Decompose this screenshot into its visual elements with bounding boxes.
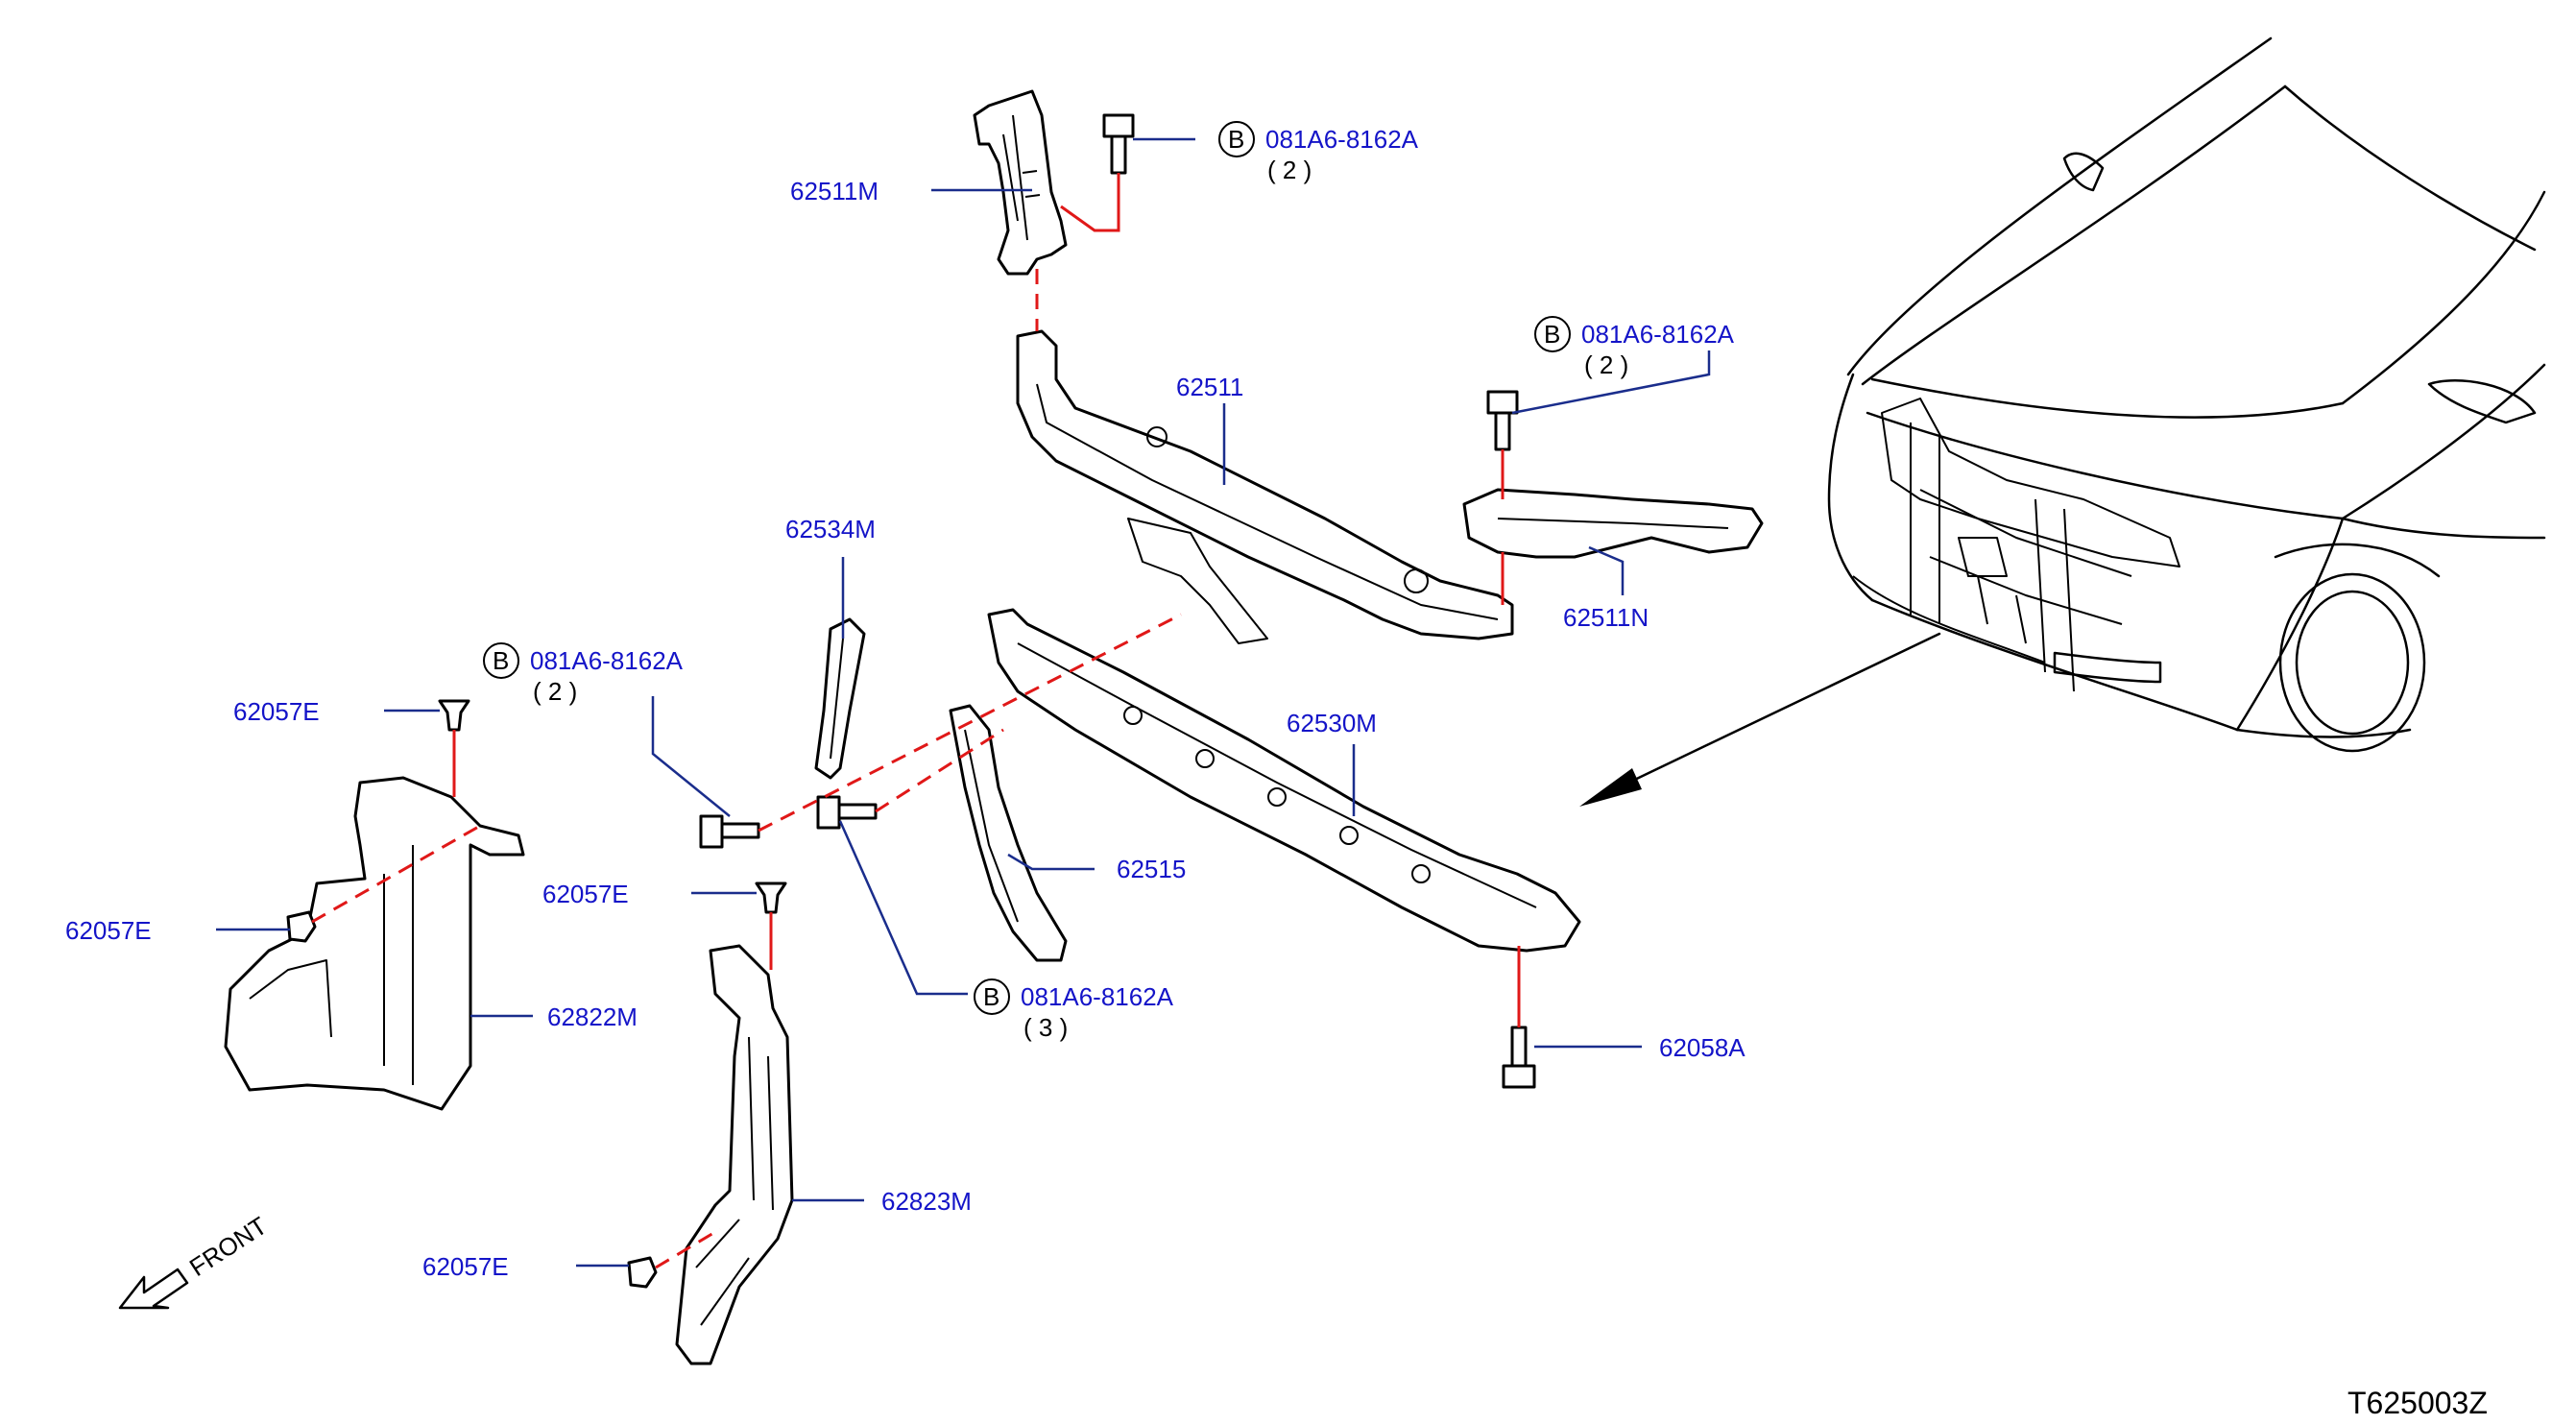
clip-center-icon xyxy=(755,882,787,914)
bolt-symbol-center-text: B xyxy=(983,982,999,1011)
lower-stay-part xyxy=(814,617,866,780)
label-bolt-right-qty: ( 2 ) xyxy=(1584,350,1628,379)
diagram-code: T625003Z xyxy=(2347,1386,2488,1420)
label-upper-bracket: 62511M xyxy=(790,177,879,205)
view-arrow-line xyxy=(1597,632,1941,799)
label-lower-stay: 62534M xyxy=(785,515,876,543)
lower-support-part xyxy=(987,608,1581,953)
assembly-line-left-bolt xyxy=(758,613,1182,833)
front-arrow-icon xyxy=(118,1268,189,1310)
label-bolt-left: 081A6-8162A xyxy=(530,646,684,675)
label-bolt-right: 081A6-8162A xyxy=(1581,320,1735,349)
label-clip-center: 62057E xyxy=(542,880,629,908)
bolt-center-icon xyxy=(816,795,878,830)
label-side-stay: 62515 xyxy=(1117,855,1186,883)
label-bolt-center-qty: ( 3 ) xyxy=(1023,1013,1068,1042)
bolt-right-icon xyxy=(1486,390,1519,451)
left-air-guide-part xyxy=(224,776,525,1111)
label-left-air-guide: 62822M xyxy=(547,1002,638,1031)
bolt-symbol-top xyxy=(1218,121,1255,157)
label-clip-bottom: 62057E xyxy=(422,1252,509,1281)
label-right-air-guide: 62823M xyxy=(881,1187,972,1216)
bolt-symbol-center xyxy=(974,978,1010,1015)
label-clip-left-top: 62057E xyxy=(233,697,320,726)
assembly-line-clip-left xyxy=(311,824,481,924)
clip-left-top-icon xyxy=(438,699,470,732)
label-bolt-bottom: 62058A xyxy=(1659,1033,1745,1062)
label-right-bracket: 62511N xyxy=(1563,603,1649,632)
label-bolt-left-qty: ( 2 ) xyxy=(533,677,577,706)
upper-support-part xyxy=(1016,329,1514,640)
assembly-line-top-bolt xyxy=(1060,173,1120,232)
bolt-symbol-right-text: B xyxy=(1544,320,1560,349)
assembly-line-center-bolt xyxy=(875,728,1004,813)
assembly-line-clip-bottom xyxy=(655,1227,721,1269)
bolt-top-icon xyxy=(1102,113,1135,175)
clip-left-icon xyxy=(286,910,317,943)
label-bolt-top: 081A6-8162A xyxy=(1265,125,1419,154)
label-lower-support: 62530M xyxy=(1287,709,1377,737)
bolt-symbol-left-text: B xyxy=(493,646,509,675)
bolt-left-icon xyxy=(699,814,760,849)
front-label: FRONT xyxy=(184,1211,273,1282)
bolt-symbol-right xyxy=(1534,316,1571,352)
label-bolt-top-qty: ( 2 ) xyxy=(1267,156,1312,184)
bolt-symbol-top-text: B xyxy=(1228,125,1244,154)
view-arrow-head xyxy=(1579,768,1642,807)
clip-bottom-icon xyxy=(627,1256,658,1289)
bolt-bottom-icon xyxy=(1502,1026,1536,1089)
bolt-symbol-left xyxy=(483,642,519,679)
vehicle-front-illustration xyxy=(1827,36,2546,753)
label-upper-support: 62511 xyxy=(1176,373,1243,401)
label-clip-left: 62057E xyxy=(65,916,152,945)
label-bolt-center: 081A6-8162A xyxy=(1021,982,1174,1011)
right-air-guide-part xyxy=(675,944,794,1365)
